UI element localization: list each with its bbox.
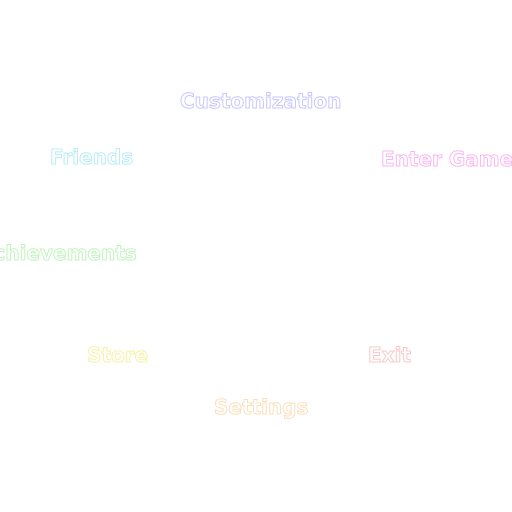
exit-menu-option[interactable]: Exit: [368, 343, 412, 367]
enter-game-menu-option[interactable]: Enter Game: [380, 147, 512, 171]
friends-menu-option[interactable]: Friends: [49, 145, 134, 169]
store-menu-option[interactable]: Store: [86, 343, 149, 367]
settings-menu-option[interactable]: Settings: [213, 395, 309, 419]
customization-menu-option[interactable]: Customization: [179, 89, 342, 113]
achievements-menu-option[interactable]: Achievements: [0, 241, 137, 265]
